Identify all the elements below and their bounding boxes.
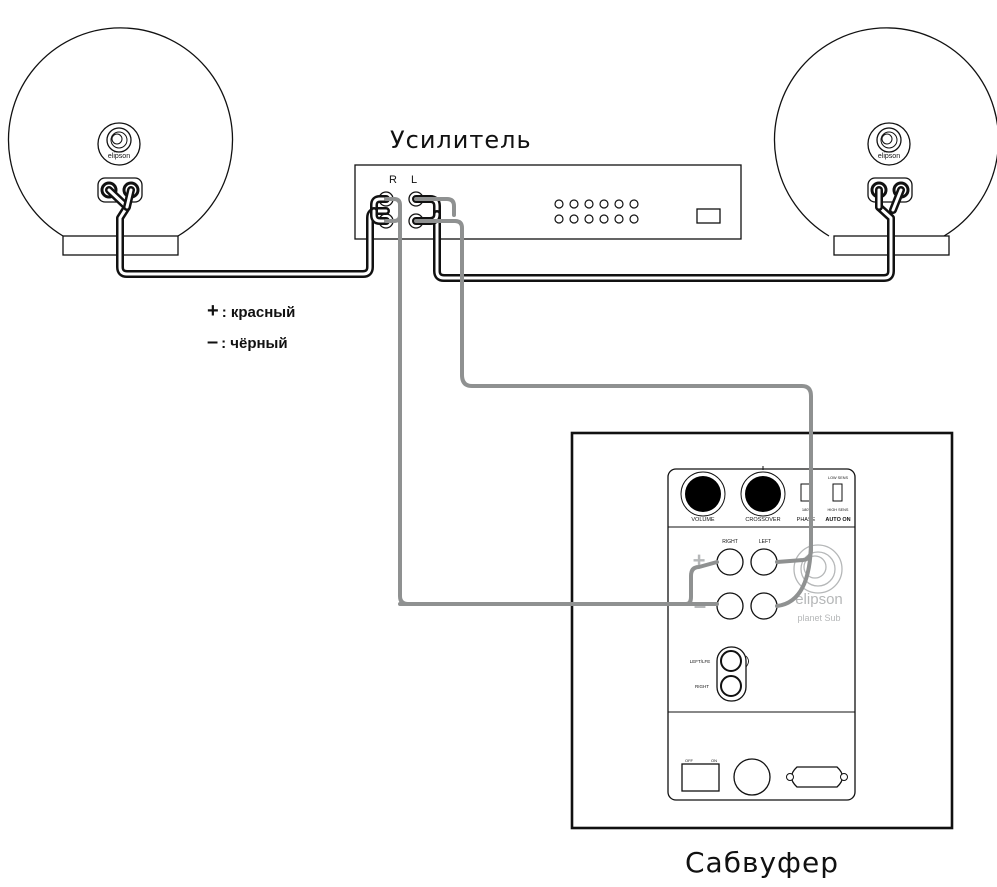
subwoofer-model: planet Sub [797, 613, 840, 623]
plus-legend-text: : красный [222, 304, 296, 321]
volume-label: VOLUME [691, 517, 715, 523]
amp-channel-right: R [389, 174, 397, 186]
line-input-jacks[interactable] [717, 647, 749, 701]
legend-minus: –: чёрный [207, 331, 288, 354]
left-speaker-brand: elipson [108, 153, 130, 160]
auto-on-switch[interactable] [833, 484, 842, 501]
plus-symbol: + [207, 300, 219, 322]
power-switch[interactable] [682, 764, 719, 791]
minus-legend-text: : чёрный [221, 335, 287, 352]
power-on-label: ON [711, 758, 717, 763]
subwoofer: VOLUME CROSSOVER 180° PHASE LOW SENS HIG… [572, 433, 952, 828]
input-right-label: RIGHT [722, 539, 738, 545]
amp-channel-left: L [411, 174, 417, 186]
auto-on-label: AUTO ON [825, 517, 850, 523]
crossover-label: CROSSOVER [745, 517, 780, 523]
low-sens-label: LOW SENS [828, 476, 849, 480]
right-speaker-terminals [868, 178, 912, 202]
power-inlet [787, 767, 848, 787]
left-speaker-logo: elipson [98, 123, 140, 165]
amplifier: R L [355, 165, 741, 239]
right-speaker-logo: elipson [868, 123, 910, 165]
phase-switch[interactable] [801, 484, 810, 501]
power-off-label: OFF [685, 758, 694, 763]
amp-display [697, 209, 720, 223]
right-speaker: elipson [775, 28, 997, 255]
line-left-lfe-label: LEFT/LFE [690, 659, 711, 664]
volume-knob[interactable] [681, 472, 725, 516]
fuse-holder [734, 759, 770, 795]
minus-symbol: – [207, 331, 218, 353]
amplifier-title: Усилитель [390, 126, 532, 154]
input-left-label: LEFT [759, 539, 771, 545]
subwoofer-brand: elipson [795, 591, 843, 608]
legend-plus: +: красный [207, 300, 295, 323]
high-sens-label: HIGH SENS [828, 508, 849, 512]
right-speaker-brand: elipson [878, 153, 900, 160]
subwoofer-title: Сабвуфер [685, 846, 839, 879]
line-right-label: RIGHT [695, 684, 709, 689]
